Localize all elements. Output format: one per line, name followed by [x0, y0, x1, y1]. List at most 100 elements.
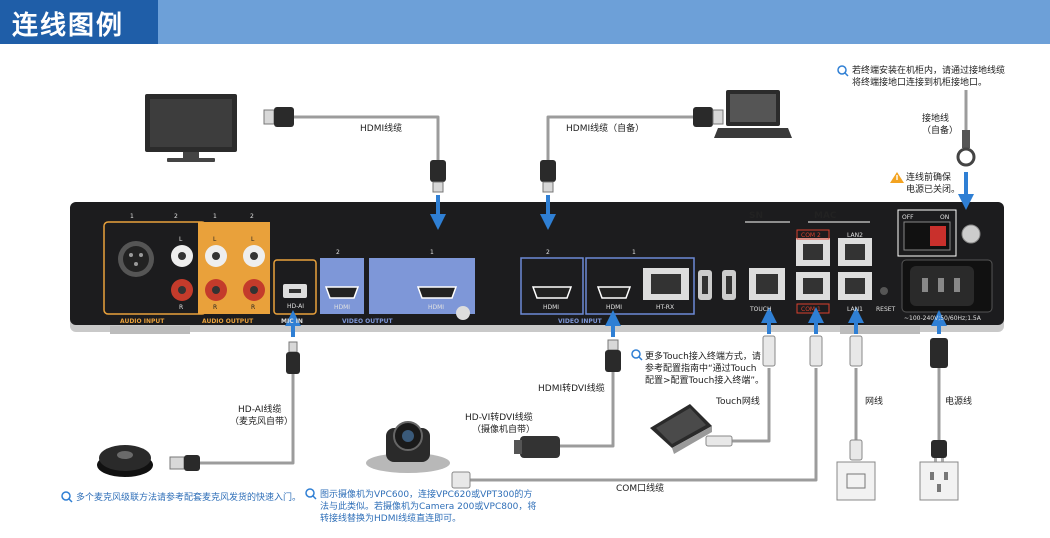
ground-note-line-1: 若终端安装在机柜内，请通过接地线缆	[852, 64, 1005, 76]
usb-plug	[169, 455, 200, 471]
lan1-label: LAN1	[847, 306, 863, 313]
power-rating-label: ~100-240V;50/60Hz;1.5A	[904, 315, 982, 322]
hdai-plug	[286, 341, 300, 374]
network-wall-socket	[836, 461, 876, 501]
hdmi-port-label: HDMI	[428, 304, 444, 311]
monitor-device	[145, 94, 237, 162]
rj45-plug	[849, 335, 863, 367]
camera-note-line-2: 法与此类似。若摄像机为Camera 200或VPC800，将	[320, 500, 536, 512]
port-number: 1	[130, 213, 134, 220]
rj45-plug	[809, 335, 823, 367]
plugs	[169, 107, 976, 489]
search-icon	[631, 349, 643, 361]
port-number: 2	[250, 213, 254, 220]
touch-note-line-1: 更多Touch接入终端方式，请	[645, 350, 761, 362]
channel-r: R	[179, 304, 183, 311]
hdmi-port-label: HDMI	[543, 304, 559, 311]
port-number: 2	[174, 213, 178, 220]
rca-port-red	[205, 279, 227, 301]
hdmi-cable-label: HDMI线缆	[360, 122, 402, 134]
hdmi-port-label: HDMI	[606, 304, 622, 311]
ground-screw	[961, 224, 981, 244]
panel-labels: AUDIO INPUT AUDIO OUTPUT VIDEO OUTPUT VI…	[120, 213, 982, 325]
ground-note-line-2: 将终端接地口连接到机柜接地口。	[852, 76, 987, 88]
video-output-port-2	[320, 258, 364, 314]
power-plug	[930, 338, 948, 368]
port-number: 1	[430, 249, 434, 256]
camera-note-line-1: 图示摄像机为VPC600，连接VPC620或VPT300的方	[320, 488, 532, 500]
header-tab	[0, 0, 158, 44]
dvi-connector	[514, 436, 560, 458]
hdvi-cable-label-2: （摄像机自带）	[472, 423, 535, 435]
touch-port-label: TOUCH	[749, 306, 771, 313]
touch-panel-device	[650, 404, 712, 454]
power-cable-label: 电源线	[945, 395, 972, 407]
rca-port-white	[243, 245, 265, 267]
hdmi-port	[416, 286, 458, 299]
search-icon	[305, 488, 317, 500]
sn-mac-labels: SN MAC	[749, 211, 837, 221]
ht-rx-label: HT-RX	[656, 304, 674, 311]
hdvi-cable-label: HD-VI转DVI线缆	[465, 411, 533, 423]
hdmi-port	[531, 286, 573, 299]
video-input-label: VIDEO INPUT	[558, 318, 603, 325]
search-icon	[837, 65, 849, 77]
labels: HDMI线缆 HDMI线缆（自备） 接地线 （自备） 若终端安装在机柜内，请通过…	[76, 64, 1005, 524]
hdmi-port-label: HDMI	[334, 304, 350, 311]
rca-port-red	[171, 279, 193, 301]
port-number: 1	[632, 249, 636, 256]
video-output-port-1	[369, 258, 475, 314]
hdmi-cable-line	[292, 115, 440, 160]
camera-note-line-3: 转接线替换为HDMI线缆直连即可。	[320, 512, 461, 524]
sn-label: SN	[749, 211, 763, 221]
port-number: 2	[336, 249, 340, 256]
warning-icon	[890, 172, 904, 183]
ground-terminal	[956, 130, 976, 167]
audio-output-group	[198, 222, 270, 314]
microphone-device	[97, 445, 153, 477]
channel-l: L	[179, 236, 183, 243]
hdmi-dvi-plug	[605, 339, 621, 372]
rj45-plug	[705, 435, 733, 447]
hdmi-self-cable-label: HDMI线缆（自备）	[566, 122, 644, 134]
port-number: 2	[546, 249, 550, 256]
hdai-cable-line	[196, 372, 295, 465]
power-off-note-line-1: 连线前确保	[906, 171, 951, 183]
cable-lines	[196, 90, 968, 482]
com-plug	[451, 471, 471, 489]
com-cable-label: COM口线缆	[616, 482, 664, 494]
reset-label: RESET	[876, 306, 896, 313]
hdmi-port	[324, 286, 360, 299]
lan2-label: LAN2	[847, 232, 863, 239]
power-wall-socket	[919, 461, 959, 501]
hdai-cable-label-2: （麦克风自带）	[230, 415, 293, 427]
touch-cable-label: Touch网线	[715, 395, 760, 407]
com2-label: COM 2	[801, 232, 821, 239]
search-icon	[61, 491, 73, 503]
com-cable-line	[466, 368, 818, 482]
rj45-plug	[762, 335, 776, 367]
ground-cable-label-2: （自备）	[922, 124, 958, 136]
rca-port-red	[243, 279, 265, 301]
mac-label: MAC	[814, 211, 837, 221]
network-cable-label: 网线	[865, 395, 883, 407]
video-output-label: VIDEO OUTPUT	[342, 318, 393, 325]
hdmi-plug	[430, 160, 446, 193]
reset-button	[880, 287, 888, 295]
hdmi-plug	[693, 107, 724, 127]
hdmi-plug	[263, 107, 294, 127]
audio-input-label: AUDIO INPUT	[120, 318, 165, 325]
audio-output-label: AUDIO OUTPUT	[202, 318, 254, 325]
touch-note-line-3: 配置>配置Touch接入终端”。	[645, 374, 764, 386]
ground-cable-label: 接地线	[922, 112, 949, 124]
hdmi-plug	[540, 160, 556, 193]
power-off-note-line-2: 电源已关闭。	[906, 183, 960, 195]
arrows	[285, 172, 974, 337]
page-title: 连线图例	[12, 11, 125, 41]
xlr-port	[118, 241, 154, 277]
channel-r: R	[251, 304, 255, 311]
rca-port-white	[205, 245, 227, 267]
hdmi-dvi-cable-label: HDMI转DVI线缆	[538, 382, 605, 394]
